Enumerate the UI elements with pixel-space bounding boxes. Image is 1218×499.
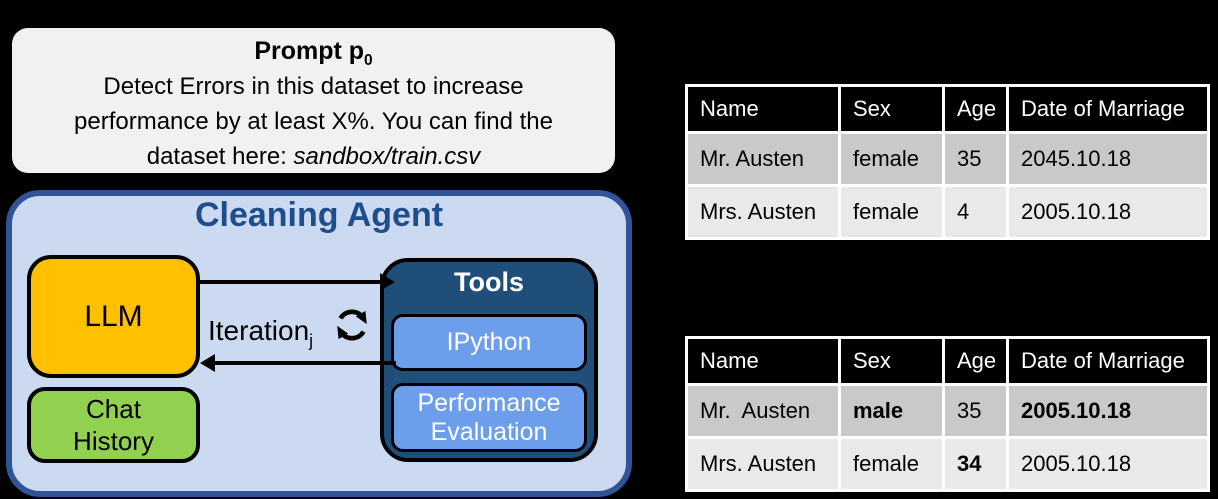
cycle-icon — [337, 309, 367, 341]
prompt-text-line: performance by at least X%. You can find… — [74, 108, 553, 135]
table-row: Mrs. Austen female 4 2005.10.18 — [688, 187, 1207, 237]
table-cell: 35 — [945, 134, 1006, 184]
table-row: Mr. Austen male 35 2005.10.18 — [688, 386, 1207, 436]
arrow-llm-to-tools-icon — [200, 273, 396, 291]
table-header-cell: Sex — [841, 87, 942, 131]
cleaned-data-table: Name Sex Age Date of Marriage Mr. Austen… — [685, 336, 1210, 492]
table-cell: 2005.10.18 — [1009, 386, 1207, 436]
table-cell: female — [841, 439, 942, 489]
prompt-text-line: Detect Errors in this dataset to increas… — [103, 73, 524, 100]
table-row: Mrs. Austen female 34 2005.10.18 — [688, 439, 1207, 489]
prompt-title: Prompt p0 — [12, 34, 615, 69]
prompt-title-text: Prompt p — [254, 37, 365, 65]
arrow-shaft — [214, 361, 396, 365]
table-cell: Mrs. Austen — [688, 439, 838, 489]
table-cell: 2005.10.18 — [1009, 439, 1207, 489]
arrow-tools-to-llm-icon — [200, 354, 396, 372]
chat-history-label: Chat History — [73, 394, 154, 456]
table-header-cell: Age — [945, 339, 1006, 383]
table-cell: 2045.10.18 — [1009, 134, 1207, 184]
prompt-text-line: dataset here: sandbox/train.csv — [12, 139, 615, 174]
iteration-label: Iterationj — [208, 315, 313, 349]
tool-ipython: IPython — [391, 314, 587, 371]
table-cell: female — [841, 187, 942, 237]
table-cell: 2005.10.18 — [1009, 187, 1207, 237]
chat-history-node: Chat History — [27, 387, 200, 463]
table-cell: Mr. Austen — [688, 134, 838, 184]
arrow-shaft — [200, 280, 382, 284]
prompt-title-subscript: 0 — [364, 52, 373, 69]
arrow-head-right — [380, 273, 395, 291]
table-header-cell: Age — [945, 87, 1006, 131]
table-header-cell: Name — [688, 339, 838, 383]
llm-label: LLM — [84, 299, 143, 333]
table-header-row: Name Sex Age Date of Marriage — [688, 87, 1207, 131]
table-header-cell: Name — [688, 87, 838, 131]
iteration-subscript: j — [309, 330, 314, 351]
table-cell: Mrs. Austen — [688, 187, 838, 237]
tool-performance-evaluation-label: Performance Evaluation — [417, 388, 561, 446]
arrow-head-left — [200, 354, 215, 372]
table-header-cell: Date of Marriage — [1009, 339, 1207, 383]
table-header-cell: Date of Marriage — [1009, 87, 1207, 131]
table-cell: female — [841, 134, 942, 184]
iteration-label-text: Iteration — [208, 315, 310, 346]
table-row: Mr. Austen female 35 2045.10.18 — [688, 134, 1207, 184]
table-header-row: Name Sex Age Date of Marriage — [688, 339, 1207, 383]
agent-title: Cleaning Agent — [194, 196, 444, 234]
table-cell: male — [841, 386, 942, 436]
prompt-dataset-prefix: dataset here: — [146, 143, 294, 170]
prompt-box: Prompt p0 Detect Errors in this dataset … — [12, 28, 615, 173]
tool-performance-evaluation: Performance Evaluation — [391, 383, 587, 452]
table-cell: 35 — [945, 386, 1006, 436]
prompt-dataset-path: sandbox/train.csv — [293, 143, 481, 170]
dirty-data-table: Name Sex Age Date of Marriage Mr. Austen… — [685, 84, 1210, 240]
tool-ipython-label: IPython — [446, 328, 532, 356]
table-header-cell: Sex — [841, 339, 942, 383]
table-cell: 4 — [945, 187, 1006, 237]
llm-node: LLM — [27, 255, 200, 378]
tools-node: Tools IPython Performance Evaluation — [380, 258, 598, 462]
tools-title: Tools — [454, 267, 524, 297]
table-cell: 34 — [945, 439, 1006, 489]
table-cell: Mr. Austen — [688, 386, 838, 436]
cleaning-agent-container: Cleaning Agent LLM Chat History Tools IP… — [6, 190, 632, 497]
